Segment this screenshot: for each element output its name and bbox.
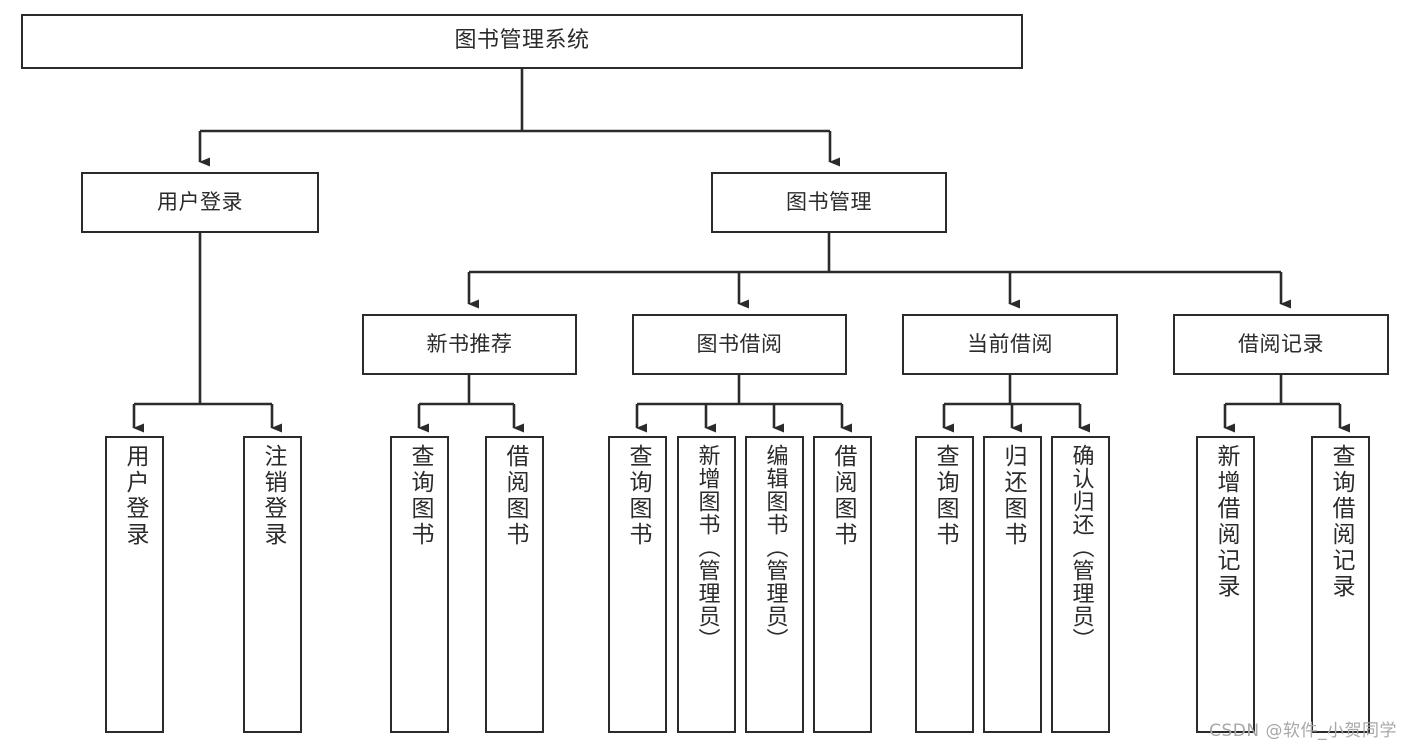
node-label: 用户登录	[122, 444, 148, 548]
node-label: 当前借阅	[967, 331, 1053, 356]
leaf-nb-borrow-book[interactable]: 借阅图书	[485, 436, 544, 733]
node-label: 借阅记录	[1238, 331, 1324, 356]
node-book-management-system[interactable]: 图书管理系统	[21, 14, 1023, 69]
node-label: 图书借阅	[696, 331, 783, 356]
leaf-nb-query-book[interactable]: 查询图书	[390, 436, 449, 733]
node-label: 图书管理系统	[454, 28, 590, 54]
node-label: 图书管理	[786, 189, 872, 214]
node-label: 用户登录	[157, 189, 243, 214]
node-label: 确认归还（管理员）	[1068, 444, 1094, 651]
node-label: 查询图书	[625, 444, 651, 548]
leaf-bb-add-book-admin[interactable]: 新增图书（管理员）	[677, 436, 736, 733]
leaf-br-add-record[interactable]: 新增借阅记录	[1196, 436, 1255, 733]
leaf-cb-query-book[interactable]: 查询图书	[915, 436, 974, 733]
node-label: 借阅图书	[502, 444, 528, 548]
leaf-user-login[interactable]: 用户登录	[105, 436, 164, 733]
node-label: 归还图书	[1000, 444, 1026, 548]
node-user-login[interactable]: 用户登录	[81, 172, 319, 233]
leaf-bb-edit-book-admin[interactable]: 编辑图书（管理员）	[745, 436, 804, 733]
node-new-book-recommendation[interactable]: 新书推荐	[362, 314, 577, 375]
node-label: 新增图书（管理员）	[694, 444, 720, 651]
node-label: 注销登录	[260, 444, 286, 548]
node-book-borrowing[interactable]: 图书借阅	[632, 314, 847, 375]
node-label: 新增借阅记录	[1213, 444, 1239, 600]
node-label: 借阅图书	[830, 444, 856, 548]
leaf-cb-return-book[interactable]: 归还图书	[983, 436, 1042, 733]
leaf-cb-confirm-return-admin[interactable]: 确认归还（管理员）	[1051, 436, 1110, 733]
leaf-user-logout[interactable]: 注销登录	[243, 436, 302, 733]
node-label: 查询图书	[407, 444, 433, 548]
leaf-br-query-record[interactable]: 查询借阅记录	[1311, 436, 1370, 733]
node-label: 查询图书	[932, 444, 958, 548]
csdn-watermark: CSDN @软件_小贺同学	[1209, 721, 1397, 741]
node-borrowing-records[interactable]: 借阅记录	[1173, 314, 1389, 375]
node-book-management[interactable]: 图书管理	[711, 172, 947, 233]
node-label: 查询借阅记录	[1328, 444, 1354, 600]
node-label: 新书推荐	[426, 331, 513, 356]
leaf-bb-query-book[interactable]: 查询图书	[608, 436, 667, 733]
node-current-borrowing[interactable]: 当前借阅	[902, 314, 1118, 375]
leaf-bb-borrow-book[interactable]: 借阅图书	[813, 436, 872, 733]
node-label: 编辑图书（管理员）	[762, 444, 788, 651]
